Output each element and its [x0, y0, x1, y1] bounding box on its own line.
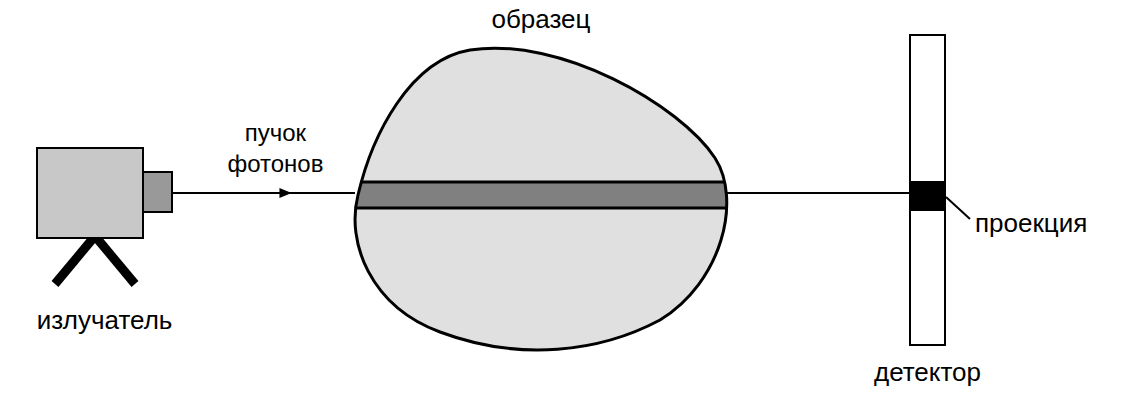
tripod-leg	[95, 236, 135, 284]
emitter-body	[37, 148, 143, 238]
sample-figure	[340, 48, 740, 350]
tripod-leg	[55, 236, 95, 284]
emitter-lens	[143, 172, 172, 212]
leader-line	[946, 197, 970, 219]
detector-plate	[910, 35, 945, 345]
sample-outline	[355, 48, 727, 350]
emitter-label: излучатель	[37, 305, 173, 336]
sample-node: образец	[355, 45, 727, 360]
callout-label: проекция	[975, 208, 1087, 239]
beam-line	[727, 192, 910, 194]
projection-spot	[910, 181, 945, 211]
detector-figure	[910, 35, 970, 345]
detector-label: детектор	[874, 357, 981, 388]
emitter-figure	[37, 148, 172, 284]
beam-line	[172, 192, 355, 194]
emitter-node: излучатель	[37, 148, 172, 285]
beam-label: пучок фотонов	[205, 117, 345, 179]
detector-node: детектор	[910, 35, 945, 345]
beam-path-band	[340, 182, 740, 208]
sample-label: образец	[492, 4, 591, 35]
